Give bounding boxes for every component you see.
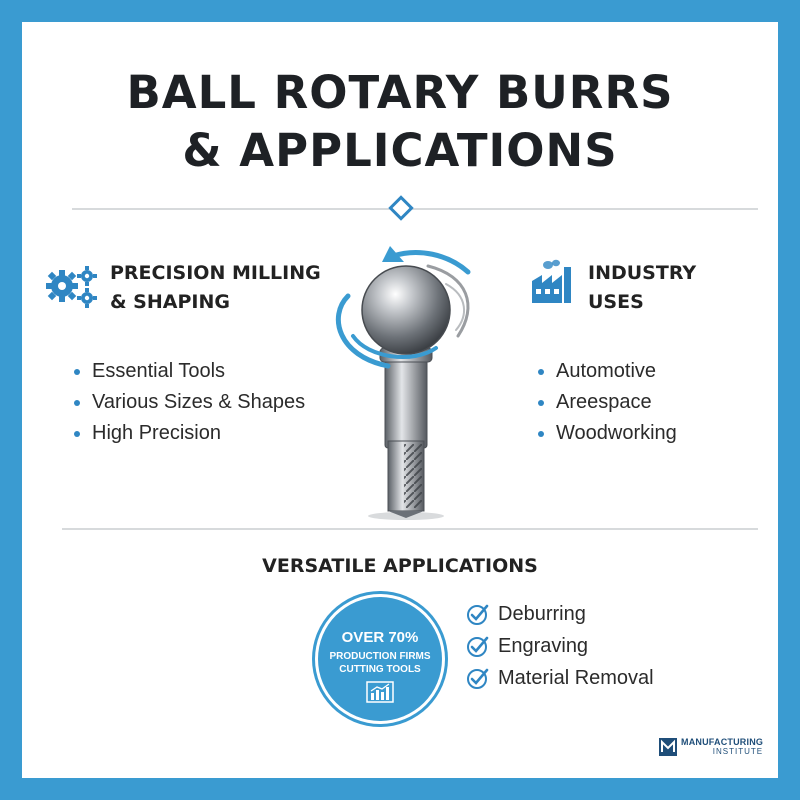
left-heading: PRECISION MILLING & SHAPING xyxy=(110,259,321,317)
stat-badge: OVER 70% PRODUCTION FIRMS CUTTING TOOLS xyxy=(318,597,442,721)
left-heading-line-2: & SHAPING xyxy=(110,291,230,313)
top-divider xyxy=(72,208,758,210)
logo-subtitle: INSTITUTE xyxy=(712,747,764,756)
manufacturing-institute-logo: MANUFACTURING INSTITUTE xyxy=(659,737,763,757)
factory-icon xyxy=(532,259,571,303)
bar-chart-icon xyxy=(366,681,394,703)
page-title: BALL ROTARY BURRS & APPLICATIONS xyxy=(22,64,778,180)
left-heading-line-1: PRECISION MILLING xyxy=(110,262,321,284)
diamond-ornament-icon xyxy=(388,195,414,221)
list-item: Automotive xyxy=(538,356,677,387)
versatile-heading: VERSATILE APPLICATIONS xyxy=(262,555,538,577)
gears-icon xyxy=(46,266,97,308)
check-circle-icon xyxy=(467,668,489,689)
right-bullet-list: Automotive Areespace Woodworking xyxy=(538,356,677,449)
checklist-label: Deburring xyxy=(498,602,586,625)
checklist-label: Material Removal xyxy=(498,666,654,689)
application-checklist: Deburring Engraving Material Removal xyxy=(466,598,654,694)
list-item: Areespace xyxy=(538,387,677,418)
title-line-2: & APPLICATIONS xyxy=(182,124,618,177)
check-circle-icon xyxy=(467,636,489,657)
list-item: Woodworking xyxy=(538,418,677,449)
list-item: Essential Tools xyxy=(74,356,305,387)
left-bullet-list: Essential Tools Various Sizes & Shapes H… xyxy=(74,356,305,449)
badge-line-3: CUTTING TOOLS xyxy=(339,664,421,675)
badge-line-2: PRODUCTION FIRMS xyxy=(329,651,431,662)
right-heading-line-1: INDUSTRY xyxy=(588,262,697,284)
list-item: Engraving xyxy=(466,630,654,662)
right-heading: INDUSTRY USES xyxy=(588,259,696,317)
list-item: Deburring xyxy=(466,598,654,630)
list-item: Various Sizes & Shapes xyxy=(74,387,305,418)
check-circle-icon xyxy=(467,604,489,625)
mi-logo-icon xyxy=(659,738,677,756)
checklist-label: Engraving xyxy=(498,634,589,657)
list-item: Material Removal xyxy=(466,662,654,694)
title-line-1: BALL ROTARY BURRS xyxy=(126,66,674,119)
right-heading-line-2: USES xyxy=(588,291,644,313)
list-item: High Precision xyxy=(74,418,305,449)
middle-divider xyxy=(62,528,758,530)
ball-rotary-burr-icon xyxy=(336,246,471,520)
logo-name: MANUFACTURING xyxy=(681,737,764,747)
badge-line-1: OVER 70% xyxy=(341,629,419,646)
